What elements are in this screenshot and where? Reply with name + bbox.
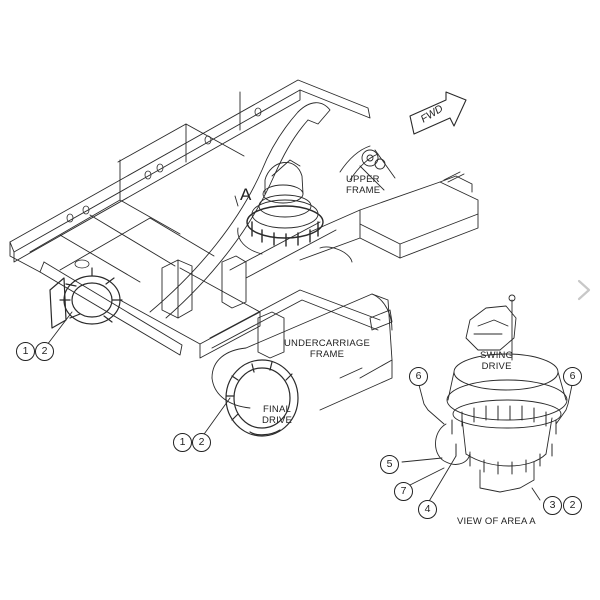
upper-frame-rails bbox=[9, 79, 371, 356]
callout-balloon: 1 bbox=[16, 342, 35, 361]
final-drive-label-line1: FINAL bbox=[263, 404, 291, 415]
callout-balloon: 6 bbox=[563, 367, 582, 386]
undercarriage-label-line1: UNDERCARRIAGE bbox=[284, 338, 370, 349]
swing-drive-main bbox=[237, 159, 324, 255]
swing-drive-label-line2: DRIVE bbox=[481, 361, 512, 372]
callout-balloon: 4 bbox=[418, 500, 437, 519]
callout-balloon: 1 bbox=[173, 433, 192, 452]
leader-lines bbox=[46, 195, 573, 504]
final-drive-label: FINAL DRIVE bbox=[262, 404, 292, 426]
callout-balloon: 2 bbox=[563, 496, 582, 515]
final-drive-front bbox=[225, 359, 299, 437]
chevron-right-icon bbox=[577, 279, 591, 301]
upper-frame-label: UPPER FRAME bbox=[346, 174, 380, 196]
swing-drive-label: SWING DRIVE bbox=[480, 350, 513, 372]
boom-member bbox=[149, 102, 396, 319]
undercarriage-frame-label: UNDERCARRIAGE FRAME bbox=[284, 338, 370, 360]
callout-balloon: 5 bbox=[380, 455, 399, 474]
fwd-arrow-outline bbox=[409, 91, 467, 135]
callout-balloon: 3 bbox=[543, 496, 562, 515]
final-drive-label-line2: DRIVE bbox=[262, 415, 293, 426]
callout-balloon: 2 bbox=[35, 342, 54, 361]
area-a-marker: A bbox=[240, 185, 252, 204]
callout-balloon: 2 bbox=[192, 433, 211, 452]
swing-drive-label-line1: SWING bbox=[480, 350, 514, 361]
upper-frame-label-line2: FRAME bbox=[346, 185, 381, 196]
undercarriage-body bbox=[211, 293, 393, 411]
final-drive-rear bbox=[49, 267, 123, 329]
callout-balloon: 7 bbox=[394, 482, 413, 501]
swing-drive-detail bbox=[435, 294, 568, 493]
lower-structure bbox=[119, 221, 381, 359]
undercarriage-label-line2: FRAME bbox=[309, 349, 345, 360]
view-caption: VIEW OF AREA A bbox=[457, 516, 536, 527]
upper-frame-label-line1: UPPER bbox=[346, 174, 380, 185]
next-image-button[interactable] bbox=[575, 278, 595, 302]
callout-balloon: 6 bbox=[409, 367, 428, 386]
